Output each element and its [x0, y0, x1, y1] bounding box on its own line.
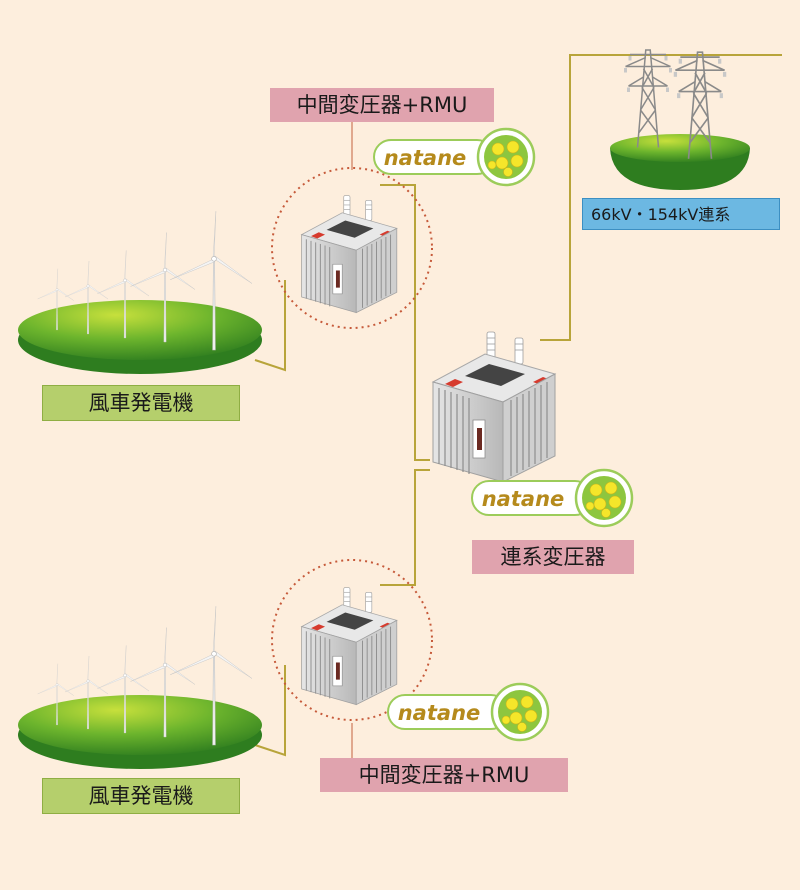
svg-text:natane: natane	[384, 146, 467, 170]
substation-island	[610, 49, 750, 190]
intermediate-transformer-bottom	[271, 559, 433, 721]
intermediate-transformer-label-top: 中間変圧器+RMU	[270, 88, 494, 122]
svg-text:natane: natane	[482, 487, 565, 511]
natane-badge-center: natane	[470, 468, 634, 528]
wind-farm-bottom	[18, 606, 262, 769]
wind-farm-top	[18, 211, 262, 374]
natane-badge-bottom: natane	[386, 682, 550, 742]
grid-connection-label: 66kV・154kV連系	[582, 198, 780, 230]
intermediate-transformer-top	[271, 167, 433, 329]
intermediate-transformer-label-bottom: 中間変圧器+RMU	[320, 758, 568, 792]
wind-turbine-label-top: 風車発電機	[42, 385, 240, 421]
natane-badge-top: natane	[372, 127, 536, 187]
grid-transformer-label: 連系変圧器	[472, 540, 634, 574]
svg-text:natane: natane	[398, 701, 481, 725]
grid-connection-transformer	[432, 331, 556, 483]
cable-lines	[254, 54, 782, 757]
wind-turbine-label-bottom: 風車発電機	[42, 778, 240, 814]
